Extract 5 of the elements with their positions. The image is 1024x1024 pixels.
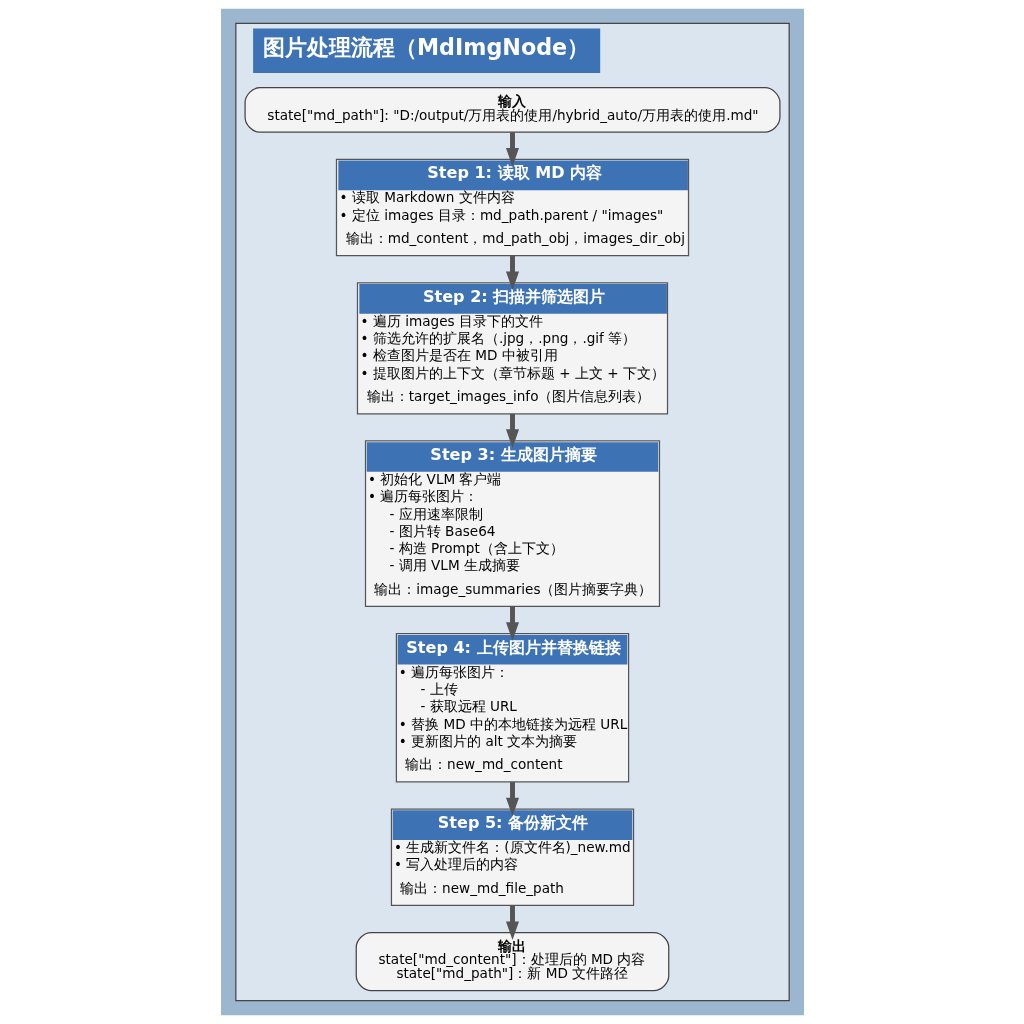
node-box: 输入 state["md_path"]: "D:/output/万用表的使用/hybrid_auto/万用表的使用.md" xyxy=(243,87,781,133)
arrow xyxy=(505,256,519,291)
arrow xyxy=(505,132,519,167)
node-box: 输出 state["md_content"]：处理后的 MD 内容 state["md_path"]：新 MD 文件路径 xyxy=(355,931,669,992)
arrow xyxy=(505,782,519,817)
